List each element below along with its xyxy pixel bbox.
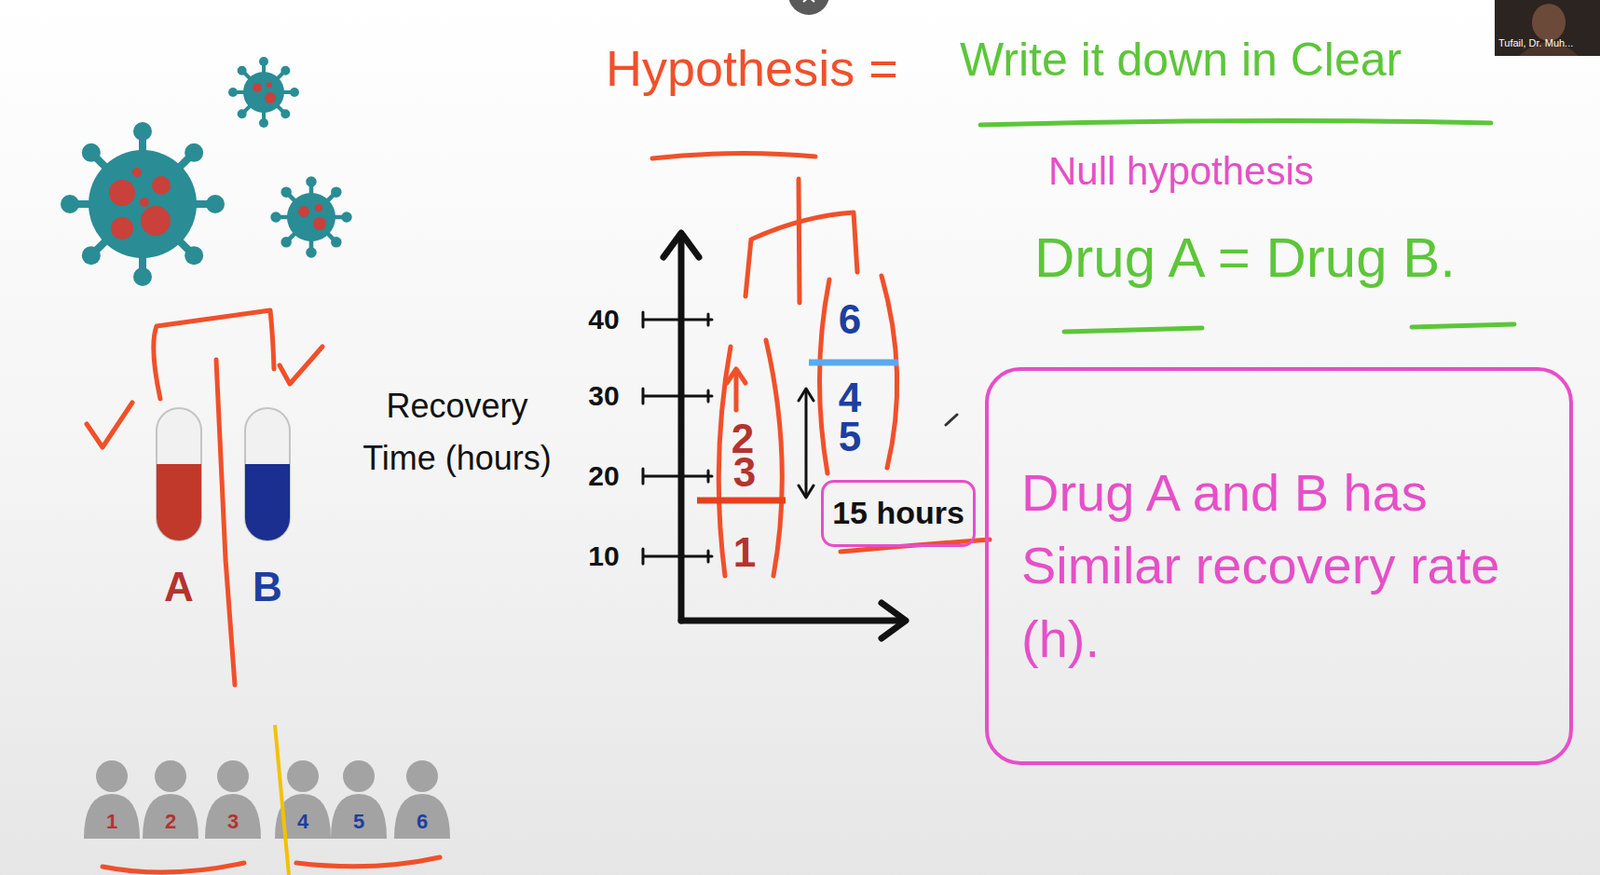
data-point-number: 3 — [733, 449, 756, 497]
data-point-number: 5 — [838, 413, 862, 462]
patient-icons — [83, 760, 451, 839]
annotation-underlines — [980, 120, 1515, 332]
patient-number: 6 — [416, 809, 428, 834]
mean-line — [808, 359, 899, 367]
patient-number: 5 — [353, 809, 365, 834]
hypothesis-label: Null hypothesis — [1048, 149, 1314, 194]
conclusion-box: Drug A and B has Similar recovery rate (… — [984, 367, 1573, 766]
instruction-note: Write it down in Clear — [959, 33, 1402, 88]
divider-line — [274, 724, 289, 875]
data-point-number: 6 — [838, 296, 862, 344]
mean-line — [697, 497, 786, 505]
node-text: 15 hours — [832, 491, 965, 536]
data-point-number: 1 — [733, 529, 756, 577]
node-text: Drug A and B has Similar recovery rate (… — [1021, 456, 1537, 676]
tick-label: 10 — [588, 540, 619, 574]
tick-label: 30 — [588, 380, 619, 413]
null-hypothesis: Drug A = Drug B. — [1034, 225, 1456, 290]
result-box: 15 hours — [820, 479, 976, 548]
virus-icon — [60, 122, 225, 287]
chart-axes — [642, 232, 906, 639]
tick-label: 20 — [588, 460, 619, 493]
patient-number: 2 — [164, 809, 177, 834]
drug-label: B — [252, 563, 283, 612]
axis-title: Recovery Time (hours) — [352, 380, 562, 485]
patient-number: 4 — [297, 809, 309, 834]
webcam-thumbnail — [1494, 0, 1600, 56]
drug-tube — [156, 408, 202, 541]
close-tab — [788, 0, 830, 15]
tick-label: 40 — [588, 303, 619, 337]
patient-number: 1 — [106, 809, 118, 834]
virus-icon — [228, 56, 300, 128]
drug-tube — [245, 408, 290, 541]
presenter-name: Tufail, Dr. Muh... — [1498, 37, 1573, 50]
heading-note: Hypothesis = — [605, 39, 899, 97]
virus-icon — [270, 176, 352, 258]
annotation-strokes — [86, 152, 990, 873]
patient-number: 3 — [227, 809, 239, 834]
drug-label: A — [164, 563, 194, 612]
